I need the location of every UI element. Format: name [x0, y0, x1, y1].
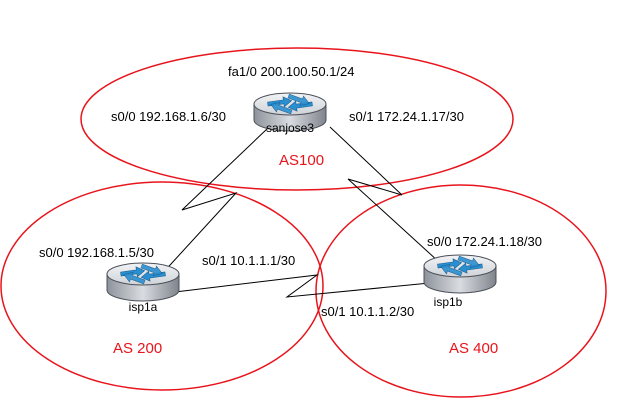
router-sanjose3-name: sanjose3 — [266, 121, 314, 135]
router-isp1b[interactable]: isp1b — [423, 252, 497, 309]
isp1b-s0-1-label: s0/1 10.1.1.2/30 — [321, 304, 414, 319]
router-icon — [423, 252, 497, 294]
isp1a-s0-0-label: s0/0 192.168.1.5/30 — [39, 245, 154, 260]
router-isp1a[interactable]: isp1a — [106, 260, 180, 314]
isp1b-s0-0-label: s0/0 172.24.1.18/30 — [427, 234, 542, 249]
as200-label: AS 200 — [113, 340, 162, 357]
router-isp1b-name: isp1b — [434, 295, 463, 309]
router-icon — [106, 260, 180, 302]
link-sanjose3-isp1a — [159, 127, 269, 277]
sanjose3-fa1-0-label: fa1/0 200.100.50.1/24 — [228, 64, 355, 79]
isp1a-s0-1-label: s0/1 10.1.1.1/30 — [202, 253, 295, 268]
as100-label: AS100 — [279, 152, 324, 169]
as200-boundary — [0, 181, 324, 391]
as100-boundary — [80, 47, 514, 191]
router-isp1a-name: isp1a — [129, 300, 158, 314]
link-isp1a-isp1b — [174, 274, 441, 298]
as400-boundary — [315, 184, 607, 398]
sanjose3-s0-1-label: s0/1 172.24.1.17/30 — [349, 109, 464, 124]
as400-label: AS 400 — [449, 340, 498, 357]
sanjose3-s0-0-label: s0/0 192.168.1.6/30 — [111, 109, 226, 124]
router-sanjose3[interactable]: sanjose3 — [253, 90, 327, 135]
link-sanjose3-isp1b — [329, 126, 451, 273]
